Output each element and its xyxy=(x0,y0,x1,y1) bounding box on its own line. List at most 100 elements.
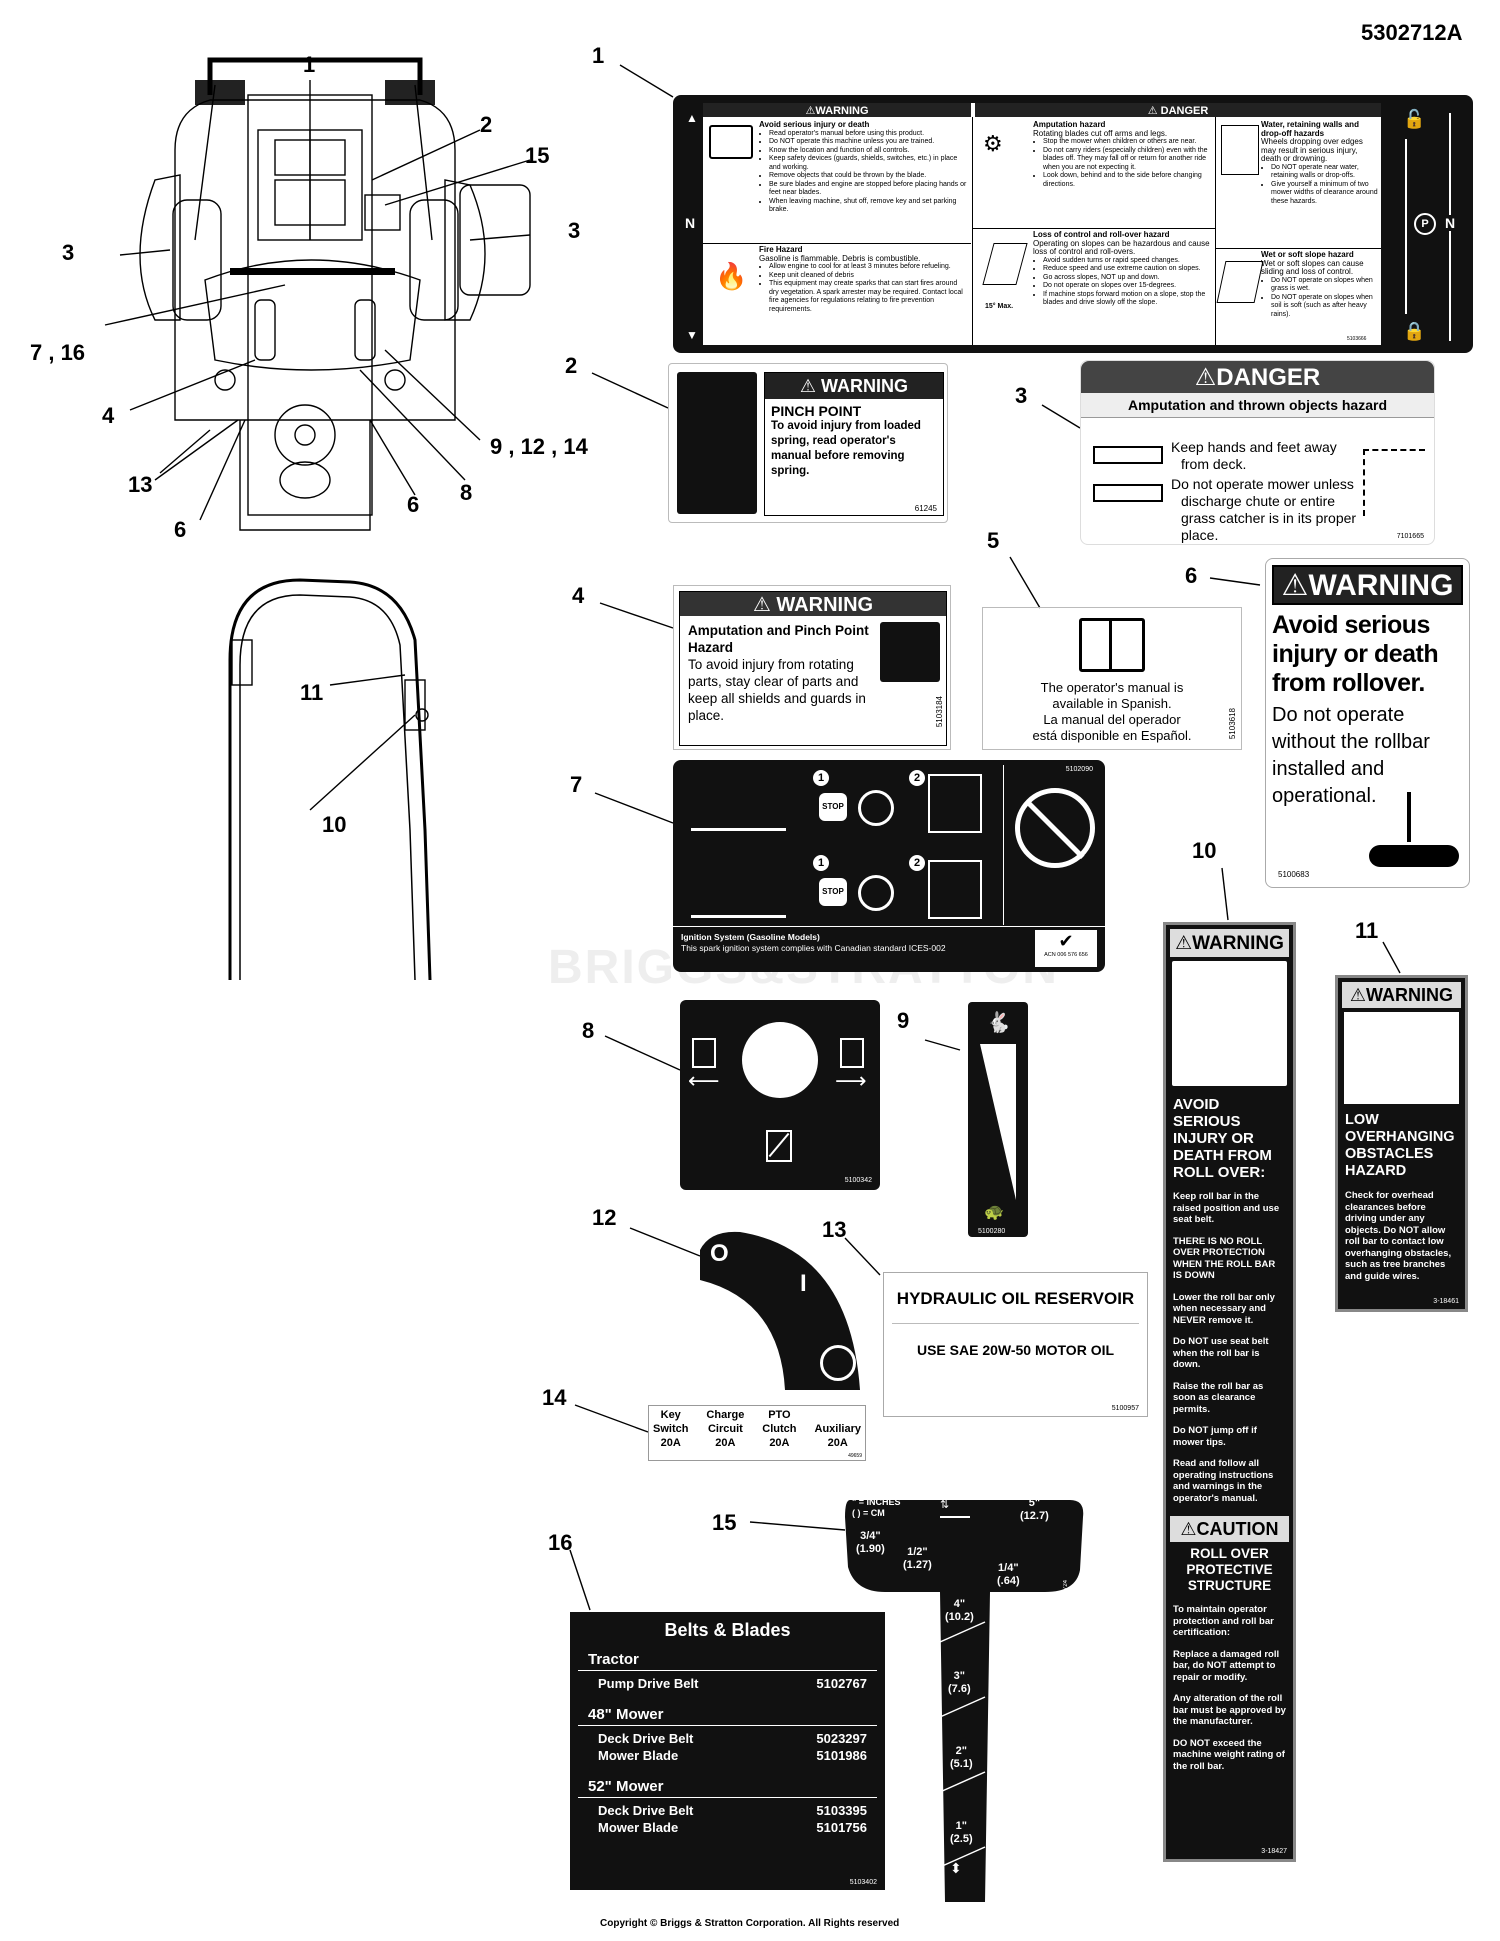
gauge-2in: 2" xyxy=(955,1745,967,1757)
hand-pinch-icon xyxy=(677,372,757,514)
decal-7-controls: 5102090 1 2 STOP 1 2 STOP Ignition Syste… xyxy=(673,760,1105,972)
decal-11-body: Check for overhead clearances before dri… xyxy=(1345,1190,1452,1282)
fire-section: Fire Hazard Gasoline is flammable. Debri… xyxy=(759,245,967,314)
fire-item: Keep unit cleaned of debris xyxy=(769,272,967,281)
gauge-legend-inches: " = INCHES xyxy=(852,1497,901,1507)
decal-2-part-number: 61245 xyxy=(914,504,937,513)
callout-11: 11 xyxy=(300,680,324,705)
fire-title: Fire Hazard xyxy=(759,245,803,254)
part-name: Mower Blade xyxy=(598,1748,679,1763)
fuse-label-2: Auxiliary xyxy=(814,1423,861,1435)
amputation-section: Amputation hazard Rotating blades cut of… xyxy=(1033,120,1218,189)
wet-slope-icon xyxy=(1216,261,1264,303)
decal-4-title: Amputation and Pinch Point Hazard xyxy=(688,623,869,655)
decal-5-part-number: 5103618 xyxy=(1228,707,1237,739)
injury-item: When leaving machine, shut off, remove k… xyxy=(769,198,967,215)
decal-4-body: To avoid injury from rotating parts, sta… xyxy=(688,657,866,723)
arrow-right-icon: ⟶ xyxy=(835,1068,867,1093)
callout-1: 1 xyxy=(303,52,316,77)
book-icon xyxy=(709,125,753,159)
decal-16-row: Deck Drive Belt 5103395 xyxy=(570,1802,885,1819)
decal-10-c3: Any alteration of the roll bar must be a… xyxy=(1173,1693,1286,1727)
fuse-label-1: Charge xyxy=(706,1409,745,1421)
gauge-3-4in: 3/4" xyxy=(860,1530,881,1542)
decal-15-cut-height-gauge xyxy=(845,1500,1084,1902)
gauge-1-4in: 1/4" xyxy=(998,1562,1019,1574)
injury-title: Avoid serious injury or death xyxy=(759,120,870,129)
fire-sub: Gasoline is flammable. Debris is combust… xyxy=(759,253,921,263)
loss-item: Do not operate on slopes over 15-degrees… xyxy=(1043,282,1218,291)
loss-item: Go across slopes, NOT up and down. xyxy=(1043,274,1218,283)
seat-icon-bottom xyxy=(928,860,982,919)
arrow-down-icon: ▼ xyxy=(686,328,698,342)
decal-16-belts-blades: Belts & Blades Tractor Pump Drive Belt 5… xyxy=(570,1612,885,1890)
water-dropoff-icon xyxy=(1221,125,1259,175)
loss-item: Reduce speed and use extreme caution on … xyxy=(1043,265,1218,274)
acn-number: ACN 006 576 656 xyxy=(1044,952,1088,958)
decal-10-rollbar-warning: ⚠WARNING AVOID SERIOUS INJURY OR DEATH F… xyxy=(1163,922,1296,1862)
item-number-1: 1 xyxy=(592,43,605,68)
decal-4-part-number: 5103184 xyxy=(935,695,944,727)
loss-item: If machine stops forward motion on a slo… xyxy=(1043,291,1218,308)
thrown-objects-icon xyxy=(1363,449,1425,516)
decal-11-warning-header: ⚠WARNING xyxy=(1342,982,1461,1008)
gauge-3-4in-cm: (1.90) xyxy=(856,1543,885,1555)
loss-item: Avoid sudden turns or rapid speed change… xyxy=(1043,257,1218,266)
fuse-label-2: Clutch xyxy=(762,1423,797,1435)
fuse-amp: 20A xyxy=(715,1437,736,1449)
amputation-item: Do not carry riders (especially children… xyxy=(1043,147,1218,173)
loss-sub: Operating on slopes can be hazardous and… xyxy=(1033,238,1210,256)
water-item: Give yourself a minimum of two mower wid… xyxy=(1271,181,1379,207)
decal-1-body: ⚠WARNING ⚠ DANGER Avoid serious injury o… xyxy=(703,103,1381,345)
no-riders-icon xyxy=(1015,788,1095,868)
fuel-pump-left-icon xyxy=(692,1038,716,1068)
decal-6-body: Do not operate without the rollbar insta… xyxy=(1272,704,1430,807)
water-sub: Wheels dropping over edges may result in… xyxy=(1261,137,1363,163)
decal-9-part-number: 5100280 xyxy=(978,1228,1006,1235)
engage-icon xyxy=(820,1345,856,1381)
amputation-icon: ⚙ xyxy=(983,131,1003,156)
decal-10-title: AVOID SERIOUS INJURY OR DEATH FROM ROLL … xyxy=(1173,1096,1272,1181)
injury-item: Read operator's manual before using this… xyxy=(769,130,967,139)
decal-10-p5: Raise the roll bar as soon as clearance … xyxy=(1173,1380,1264,1415)
lock-icon: 🔒 xyxy=(1403,321,1426,341)
part-number: 5102767 xyxy=(816,1676,867,1691)
decal-8-part-number: 5100342 xyxy=(844,1177,872,1184)
decal-3-part-number: 7101665 xyxy=(1396,533,1424,540)
key-icon-bottom xyxy=(858,875,894,911)
c-tick-icon: ✔ xyxy=(1058,931,1074,951)
step-2-top: 2 xyxy=(909,770,925,786)
callout-6-left: 6 xyxy=(174,517,187,542)
mower-top-view-illustration xyxy=(104,57,531,531)
callout-13: 13 xyxy=(128,472,153,497)
decal-10-p7: Read and follow all operating instructio… xyxy=(1173,1458,1274,1504)
gauge-3in-cm: (7.6) xyxy=(948,1683,971,1695)
water-section: Water, retaining walls and drop-off haza… xyxy=(1261,120,1379,207)
decal-16-section-tractor: Tractor xyxy=(578,1645,877,1671)
decal-9-throttle: 🐇 🐢 5100280 xyxy=(968,1002,1028,1237)
decal-2-pinch-point: ⚠ WARNING PINCH POINT To avoid injury fr… xyxy=(668,363,948,523)
callout-8: 8 xyxy=(460,480,473,505)
fuse-col: Auxiliary 20A xyxy=(815,1408,861,1458)
item-number-13: 13 xyxy=(822,1217,847,1242)
step-2-bottom: 2 xyxy=(909,855,925,871)
decal-16-row: Mower Blade 5101986 xyxy=(570,1747,885,1764)
decal-4-warning: ⚠ WARNING Amputation and Pinch Point Haz… xyxy=(673,585,951,750)
n-label-right: N xyxy=(1443,215,1458,231)
operator-standing-icon xyxy=(691,778,786,831)
gauge-5in-cm: (12.7) xyxy=(1020,1510,1049,1522)
decal-10-p6: Do NOT jump off if mower tips. xyxy=(1173,1425,1257,1448)
gauge-legend-cm: ( ) = CM xyxy=(852,1508,885,1518)
decal-3-title: Amputation and thrown objects hazard xyxy=(1081,393,1434,418)
part-name: Mower Blade xyxy=(598,1820,679,1835)
loss-section: Loss of control and roll-over hazard Ope… xyxy=(1033,230,1218,308)
stop-sign-bottom: STOP xyxy=(819,878,847,906)
callout-3-right: 3 xyxy=(568,218,581,243)
fuse-label-2: Switch xyxy=(653,1423,689,1435)
item-number-8: 8 xyxy=(582,1018,595,1043)
wet-title: Wet or soft slope hazard xyxy=(1261,250,1354,259)
water-item: Do NOT operate near water, retaining wal… xyxy=(1271,164,1379,181)
fuse-amp: 20A xyxy=(827,1437,848,1449)
decal-6-part-number: 5100683 xyxy=(1278,870,1310,879)
decal-10-c1: To maintain operator protection and roll… xyxy=(1173,1604,1274,1638)
